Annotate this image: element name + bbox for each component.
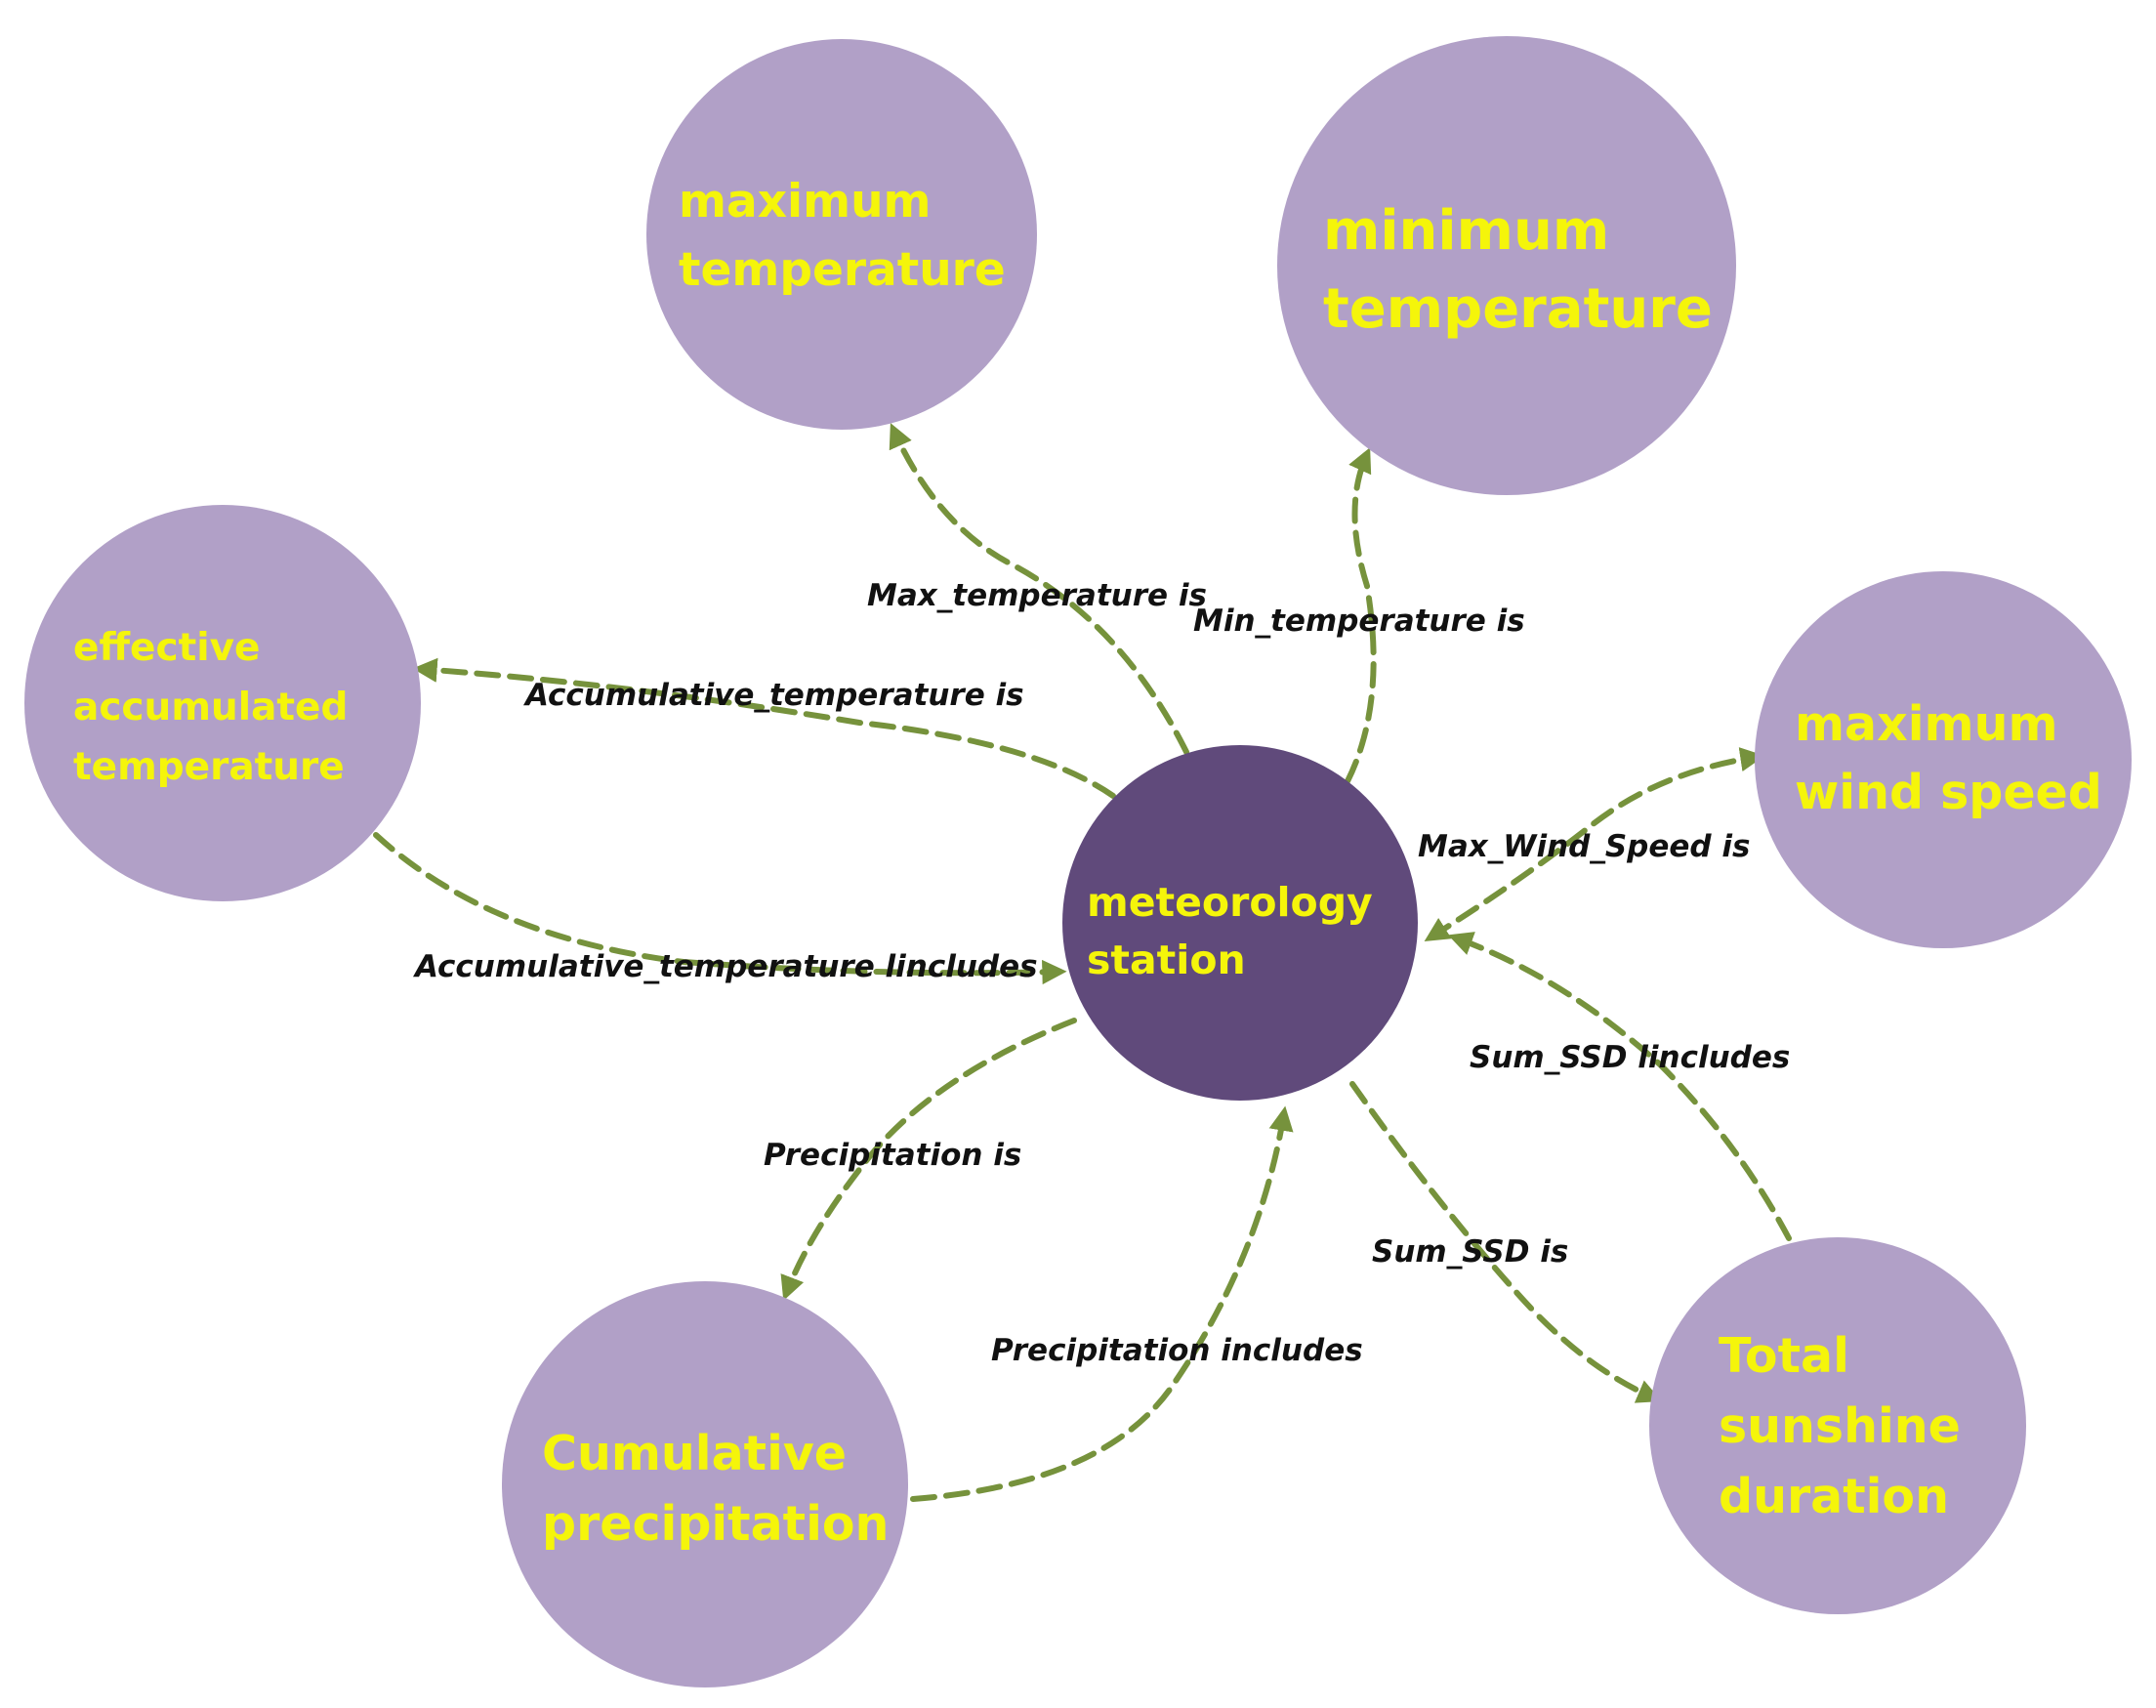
edge-label-sum-ssd-is: Sum_SSD is <box>1372 1234 1568 1270</box>
node-circle <box>1277 36 1736 495</box>
node-label-line: effective <box>73 626 261 670</box>
node-circle <box>646 39 1037 430</box>
node-label-line: temperature <box>679 243 1006 297</box>
edge-label-precipitation-is: Precipitation is <box>764 1138 1021 1173</box>
node-label-line: Total <box>1719 1328 1849 1384</box>
node-label-line: meteorology <box>1087 879 1373 926</box>
node-min-temperature[interactable]: minimum temperature <box>1277 36 1736 495</box>
node-label-line: precipitation <box>542 1496 889 1552</box>
edge-precipitation-includes <box>910 1105 1294 1502</box>
edge-accumulative-temperature-includes <box>373 832 1067 985</box>
edge-min-temperature <box>1345 447 1377 784</box>
node-circle <box>1755 571 2132 948</box>
node-label-line: sunshine <box>1719 1398 1961 1454</box>
edge-sum-ssd-includes <box>1447 932 1792 1241</box>
node-label-line: temperature <box>1323 277 1713 341</box>
node-effective-accumulated-temperature[interactable]: effective accumulated temperature <box>24 505 421 901</box>
edge-accumulative-temperature-is <box>412 657 1116 799</box>
edge-label-min-temperature-is: Min_temperature is <box>1193 604 1525 639</box>
node-circle <box>24 505 421 901</box>
node-label-line: duration <box>1719 1469 1949 1524</box>
edge-max-wind-speed <box>1424 747 1765 942</box>
edge-label-accumulative-temperature-is: Accumulative_temperature is <box>522 678 1024 713</box>
edge-max-temperature <box>889 423 1189 755</box>
node-circle <box>1649 1237 2026 1614</box>
edge-label-sum-ssd-includes: Sum_SSD lincludes <box>1470 1040 1790 1075</box>
node-circle <box>502 1281 908 1687</box>
node-label-line: maximum <box>1795 696 2058 752</box>
node-max-wind-speed[interactable]: maximum wind speed <box>1755 571 2132 948</box>
edge-label-max-wind-speed-is: Max_Wind_Speed is <box>1418 829 1750 864</box>
edge-precipitation-is <box>780 1018 1077 1302</box>
node-label-line: station <box>1087 937 1246 983</box>
node-total-sunshine-duration[interactable]: Total sunshine duration <box>1649 1237 2026 1614</box>
node-label-line: temperature <box>73 745 345 789</box>
node-label-line: maximum <box>679 175 932 229</box>
node-label-line: wind speed <box>1795 765 2102 820</box>
node-circle <box>1062 745 1418 1101</box>
edge-label-accumulative-temperature-includes: Accumulative_temperature lincludes <box>412 949 1038 984</box>
node-max-temperature[interactable]: maximum temperature <box>646 39 1037 430</box>
edge-label-precipitation-includes: Precipitation includes <box>991 1333 1363 1368</box>
edge-sum-ssd-is <box>1349 1081 1662 1403</box>
node-label-line: Cumulative <box>542 1426 847 1481</box>
node-label-line: minimum <box>1323 199 1609 263</box>
node-meteorology-station[interactable]: meteorology station <box>1062 745 1418 1101</box>
edge-label-max-temperature-is: Max_temperature is <box>867 578 1207 613</box>
node-cumulative-precipitation[interactable]: Cumulative precipitation <box>502 1281 908 1687</box>
node-label-line: accumulated <box>73 686 348 729</box>
